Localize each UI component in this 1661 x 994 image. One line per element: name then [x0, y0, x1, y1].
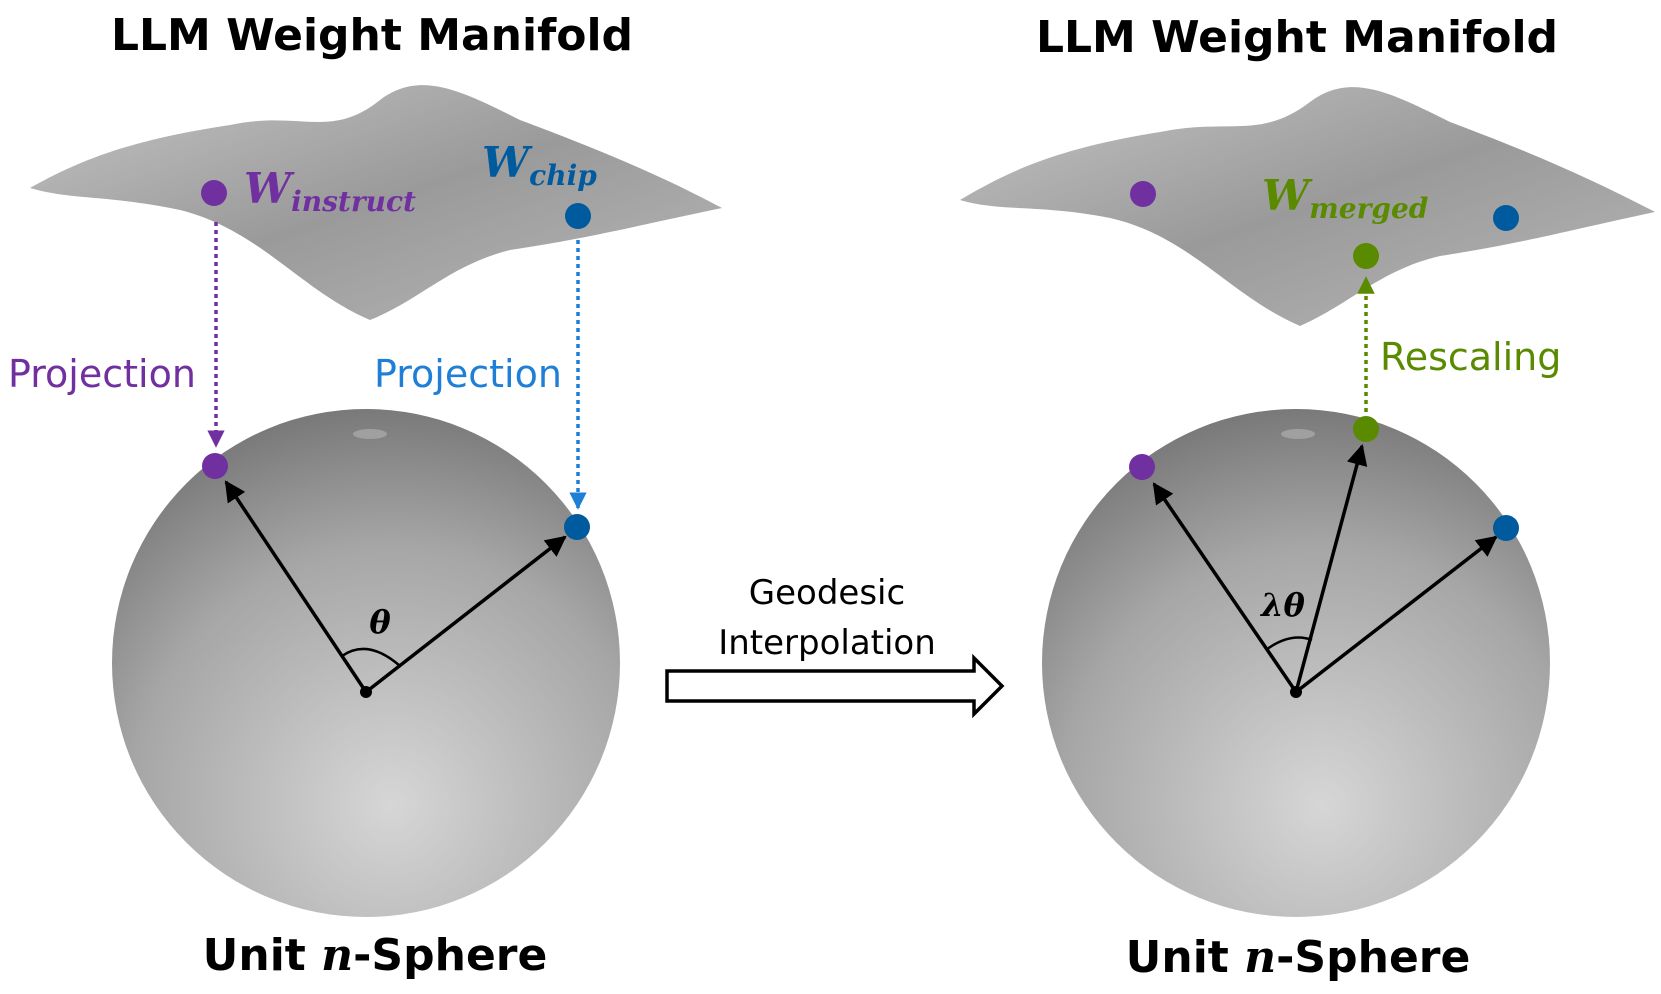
- right-unit-sphere: [1042, 409, 1550, 917]
- right-angle-arc: [1265, 636, 1313, 652]
- sphere-point-chip-right: [1493, 515, 1519, 541]
- left-sphere-pole-highlight: [353, 429, 387, 439]
- projection-label-left: Projection: [8, 352, 196, 396]
- w-merged-point: [1353, 243, 1379, 269]
- w-instruct-label: Winstruct: [244, 164, 416, 218]
- left-sphere-center: [360, 686, 372, 698]
- rescaling-label: Rescaling: [1380, 335, 1561, 379]
- left-sphere-label: Unit n-Sphere: [203, 930, 548, 981]
- left-manifold-surface: [30, 85, 722, 320]
- left-panel: LLM Weight Manifold Winstruct Wchip Proj…: [8, 10, 722, 981]
- middle-transition: Geodesic Interpolation: [665, 573, 1005, 719]
- right-vector-instruct: [1152, 482, 1298, 693]
- sphere-point-chip: [564, 514, 590, 540]
- left-unit-sphere: [112, 409, 620, 917]
- geodesic-label: Geodesic: [749, 573, 905, 613]
- right-manifold-surface: [960, 87, 1655, 326]
- sphere-point-merged: [1353, 416, 1379, 442]
- transition-arrow: [665, 653, 1005, 719]
- w-merged-label: Wmerged: [1262, 171, 1428, 225]
- sphere-point-instruct-right: [1129, 454, 1155, 480]
- right-angle-label: λθ: [1259, 586, 1305, 624]
- right-vector-merged: [1294, 443, 1368, 693]
- left-title: LLM Weight Manifold: [111, 10, 633, 61]
- manifold-point-instruct: [1130, 181, 1156, 207]
- left-angle-arc: [341, 647, 401, 667]
- projection-label-right: Projection: [374, 352, 562, 396]
- right-title: LLM Weight Manifold: [1036, 12, 1558, 63]
- manifold-point-chip: [1493, 205, 1519, 231]
- right-vector-chip: [1294, 535, 1498, 694]
- sphere-point-instruct: [202, 453, 228, 479]
- right-panel: LLM Weight Manifold Wmerged Rescaling λθ…: [960, 12, 1655, 983]
- left-vector-instruct: [224, 480, 368, 693]
- left-angle-label: θ: [369, 603, 391, 641]
- w-instruct-point: [201, 180, 227, 206]
- interpolation-label: Interpolation: [718, 623, 936, 663]
- right-sphere-pole-highlight: [1281, 429, 1315, 439]
- w-chip-label: Wchip: [482, 138, 597, 192]
- right-sphere-center: [1290, 686, 1302, 698]
- w-chip-point: [565, 203, 591, 229]
- right-sphere-label: Unit n-Sphere: [1126, 932, 1471, 983]
